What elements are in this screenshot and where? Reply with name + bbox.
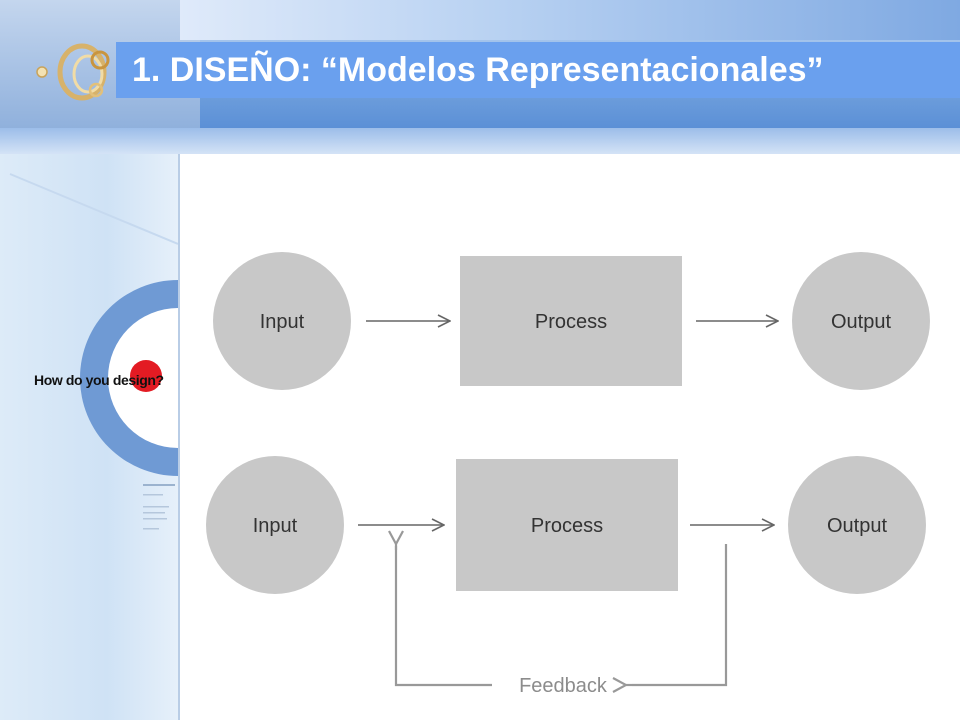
output-label-2: Output [827, 515, 887, 537]
thumb-text-line [143, 528, 159, 530]
thumb-text-line [143, 506, 169, 508]
target-graphic [9, 173, 178, 530]
thumb-text-line [143, 494, 163, 496]
input-label-1: Input [260, 311, 305, 333]
feedback-line-left [394, 546, 492, 687]
input-node-1 [213, 252, 351, 390]
output-node-2 [788, 456, 926, 594]
thumbnail-panel: How do you design? [0, 154, 178, 720]
io-process-diagram: Input Process Output Input Process Outpu… [180, 154, 960, 720]
diagram-row-1: Input Process Output [213, 252, 930, 390]
target-center-dot [130, 360, 162, 392]
process-box-1 [460, 256, 682, 386]
thumb-text-line [143, 512, 165, 514]
process-box-2 [456, 459, 678, 591]
output-node-1 [792, 252, 930, 390]
thumb-text-line [143, 484, 175, 486]
process-label-1: Process [535, 311, 607, 333]
feedback-label: Feedback [519, 675, 608, 697]
header-banner: 1. DISEÑO: “Modelos Representacionales” [0, 0, 960, 130]
title-bar [116, 42, 960, 98]
thumbnail-caption: How do you design? [34, 372, 164, 388]
slide-title: 1. DISEÑO: “Modelos Representacionales” [132, 51, 824, 89]
header-divider [0, 128, 960, 154]
header-gradient-sky [180, 0, 960, 40]
output-label-1: Output [831, 311, 891, 333]
process-label-2: Process [531, 515, 603, 537]
thumbnail-border [178, 154, 180, 720]
input-label-2: Input [253, 515, 298, 537]
swirl-logo-icon [36, 43, 110, 101]
diagram-row-2: Input Process Output Feedback [206, 456, 926, 697]
feedback-line-right [632, 544, 728, 687]
input-node-2 [206, 456, 344, 594]
thumb-text-line [143, 518, 167, 520]
